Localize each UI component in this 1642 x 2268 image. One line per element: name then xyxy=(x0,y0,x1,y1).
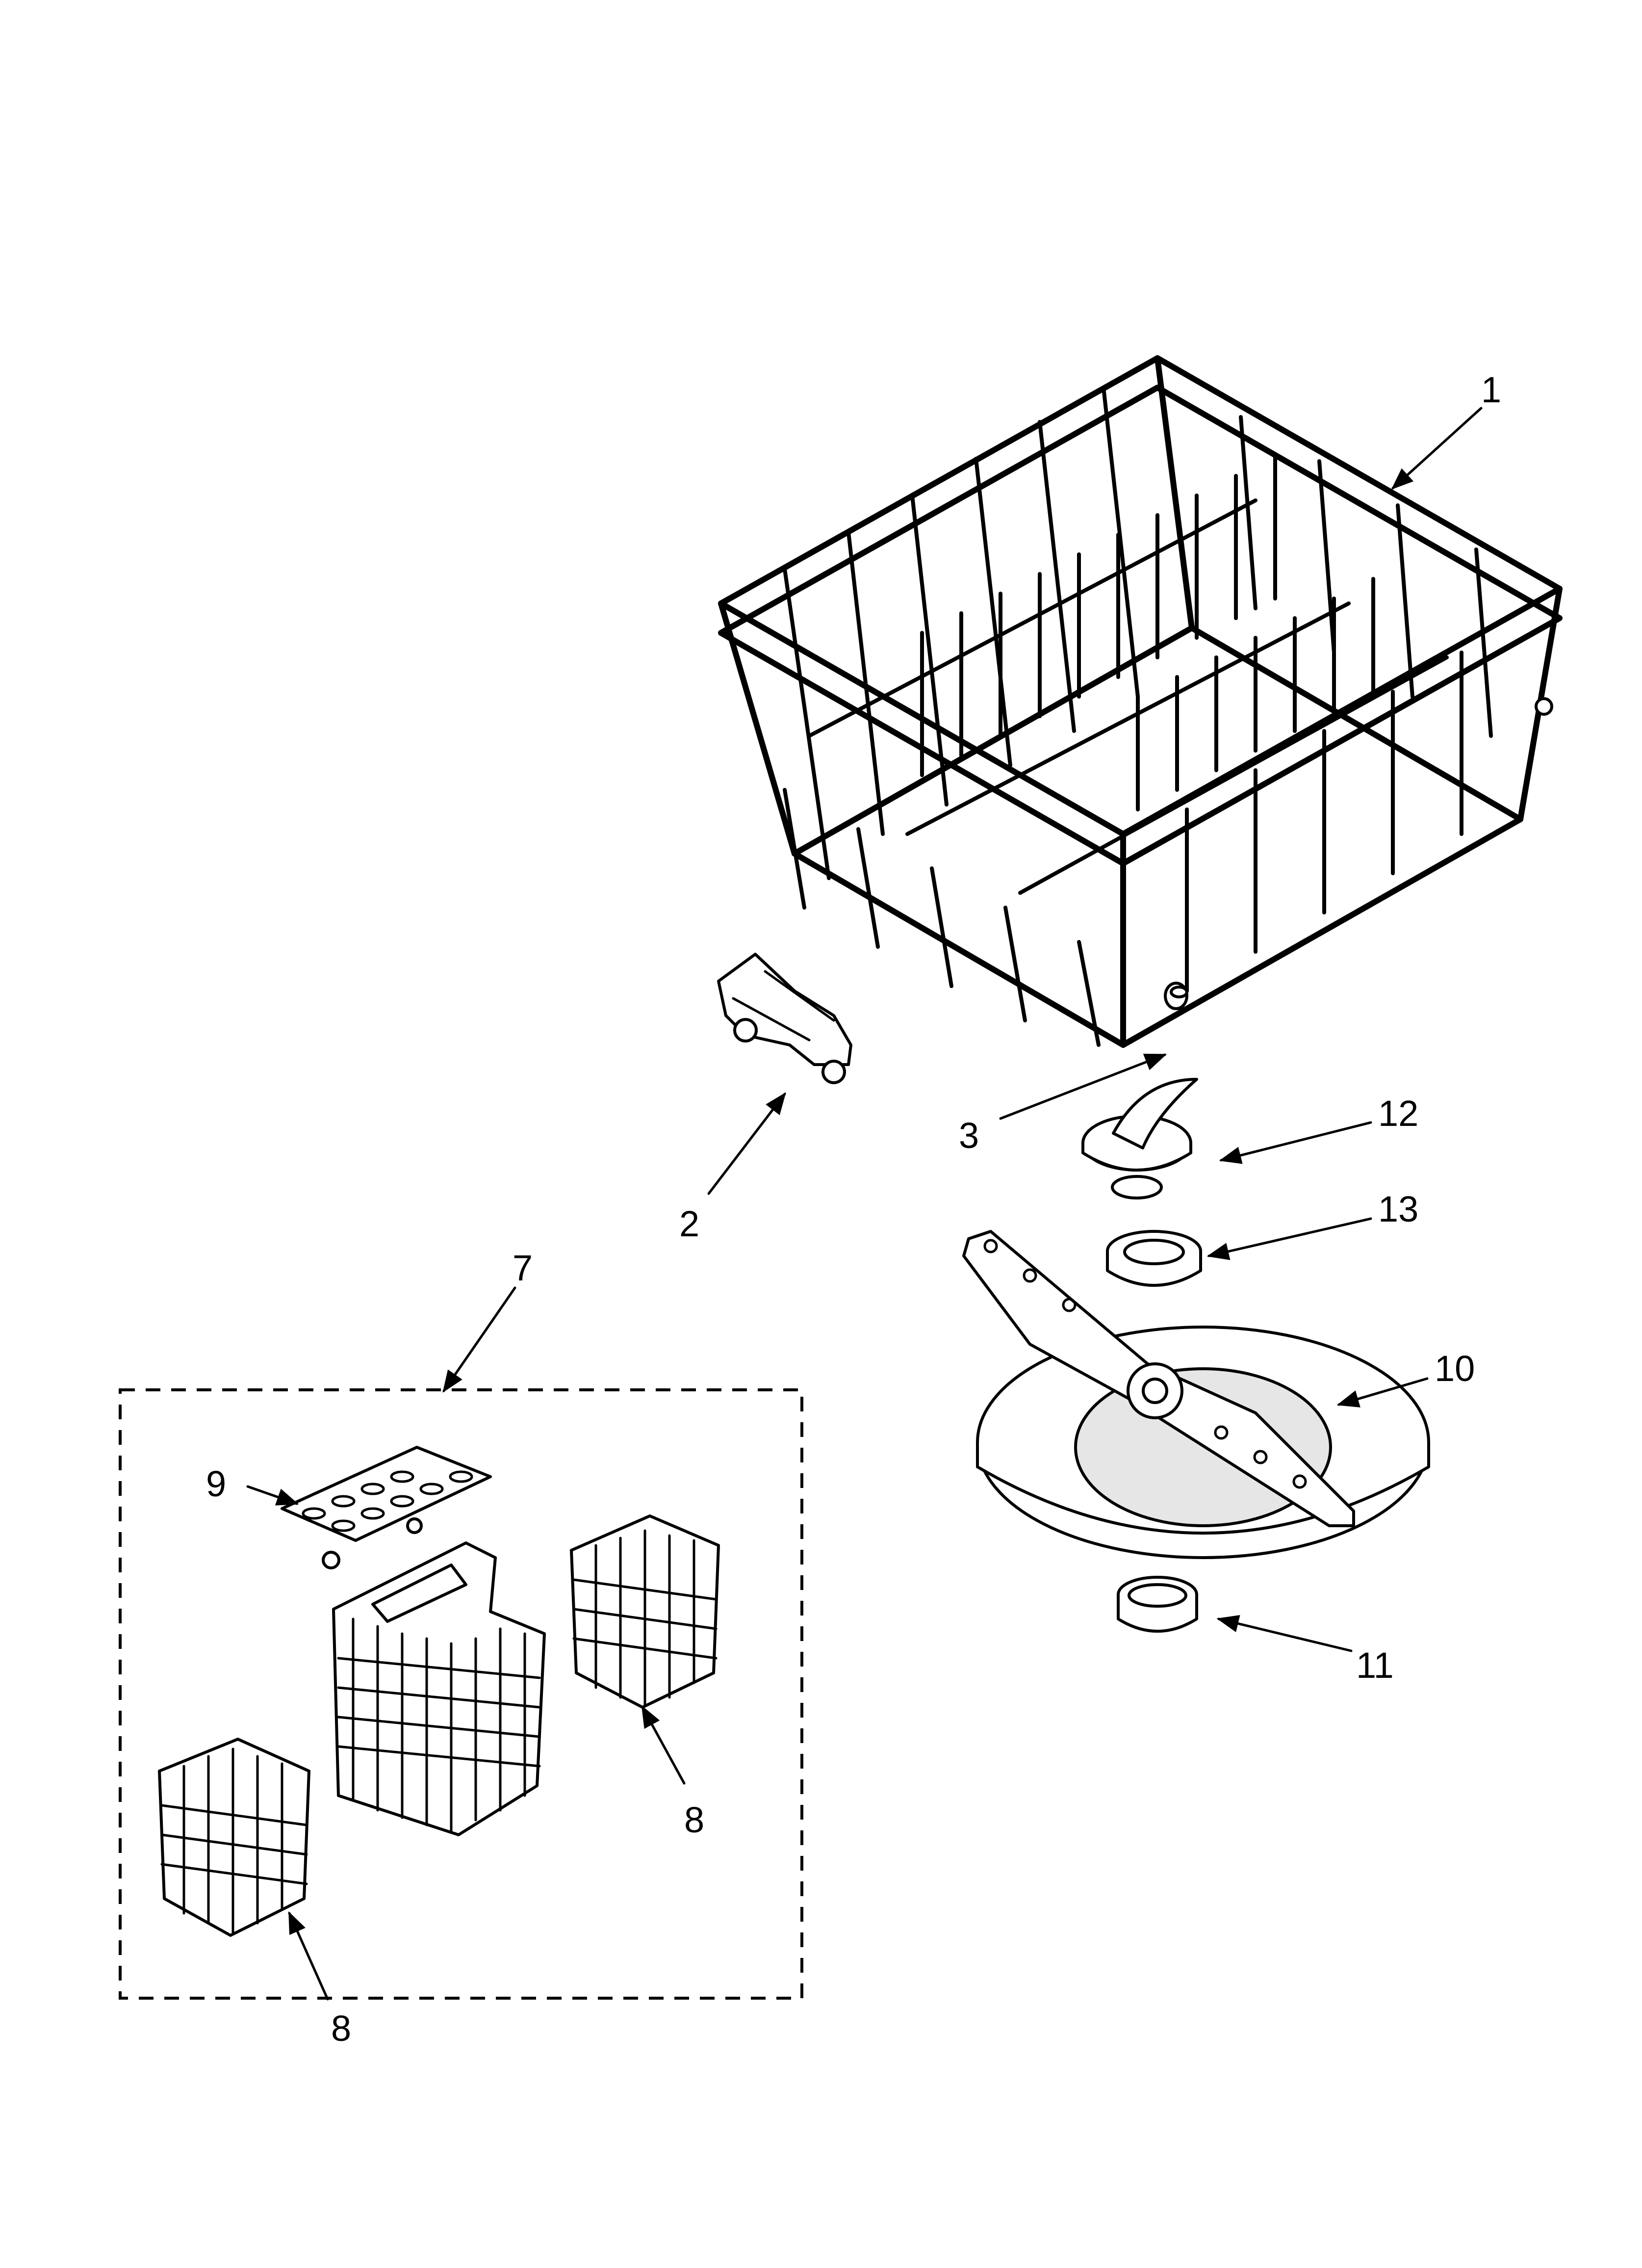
callout-9: 9 xyxy=(206,1463,226,1504)
callout-2: 2 xyxy=(679,1203,699,1244)
center-basket xyxy=(332,1541,546,1836)
callout-10: 10 xyxy=(1435,1348,1475,1389)
callout-3: 3 xyxy=(959,1115,979,1156)
bearing-ring xyxy=(1117,1576,1198,1633)
callout-7: 7 xyxy=(513,1248,533,1288)
rack-wheel-bracket xyxy=(717,953,852,1084)
callout-1: 1 xyxy=(1481,369,1501,410)
callout-8-right: 8 xyxy=(684,1799,704,1840)
spray-arm-cap xyxy=(1081,1078,1198,1199)
left-basket xyxy=(158,1738,310,1937)
dish-rack xyxy=(718,355,1563,1048)
callout-8-left: 8 xyxy=(331,2008,351,2049)
seal-ring xyxy=(1106,1230,1202,1287)
callout-13: 13 xyxy=(1378,1189,1418,1229)
basket-lid xyxy=(281,1446,492,1569)
rack-stud xyxy=(1164,982,1188,1010)
callout-11: 11 xyxy=(1356,1645,1394,1686)
callout-12: 12 xyxy=(1378,1093,1418,1134)
right-basket xyxy=(570,1514,720,1709)
spray-arm-assembly xyxy=(962,1230,1430,1559)
leader-lines xyxy=(246,407,1483,2001)
